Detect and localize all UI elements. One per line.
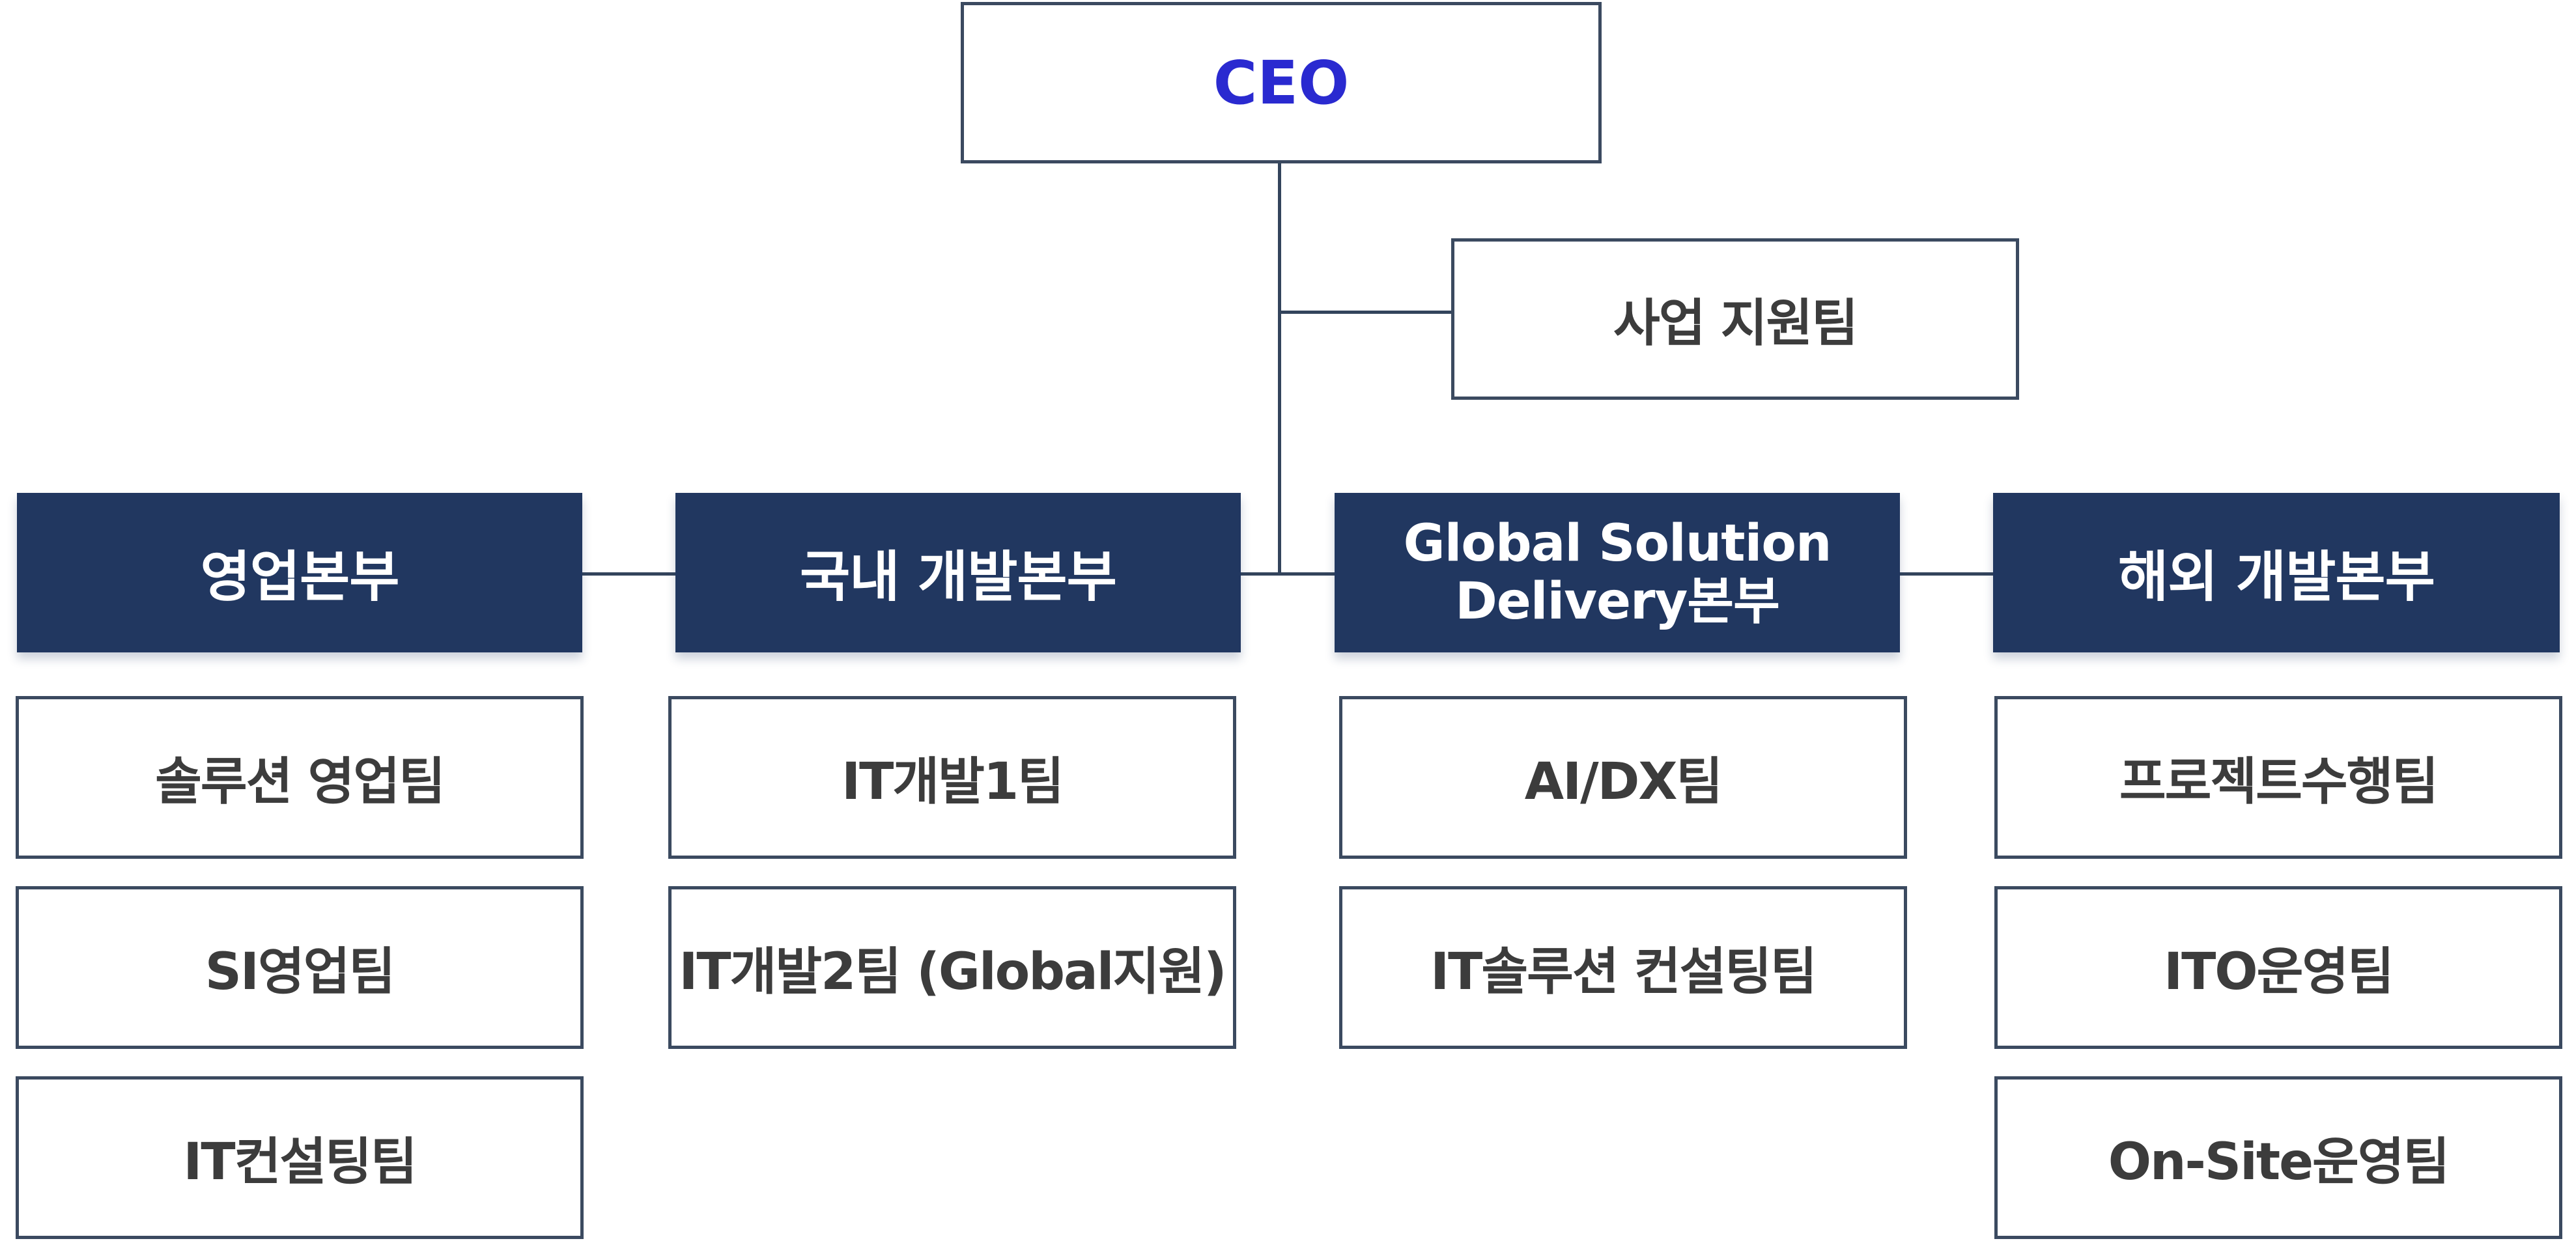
support-team-connector	[1278, 311, 1452, 314]
team-box: SI영업팀	[16, 886, 584, 1049]
division-domestic-dev-label: 국내 개발본부	[800, 545, 1117, 609]
ceo-vertical-connector	[1278, 161, 1281, 576]
ceo-box: CEO	[961, 2, 1602, 163]
team-label: On-Site운영팀	[2108, 1133, 2450, 1192]
division-domestic-dev: 국내 개발본부	[675, 493, 1241, 652]
team-box: IT개발1팀	[668, 696, 1236, 859]
team-box: 솔루션 영업팀	[16, 696, 584, 859]
team-label: SI영업팀	[205, 943, 395, 1001]
team-box: 프로젝트수행팀	[1994, 696, 2562, 859]
team-label: AI/DX팀	[1524, 753, 1723, 811]
team-label: IT솔루션 컨설팅팀	[1430, 943, 1817, 1001]
team-box: ITO운영팀	[1994, 886, 2562, 1049]
division-gsd-label-line2: Delivery본부	[1455, 572, 1780, 631]
support-team-label: 사업 지원팀	[1613, 294, 1858, 353]
division-global-solution-delivery: Global Solution Delivery본부	[1335, 493, 1900, 652]
team-label: IT개발2팀 (Global지원)	[679, 943, 1226, 1001]
division-gsd-label-line1: Global Solution	[1403, 514, 1832, 573]
ceo-label: CEO	[1213, 48, 1350, 118]
team-label: IT컨설팅팀	[183, 1133, 417, 1192]
team-label: ITO운영팀	[2164, 943, 2394, 1001]
team-label: IT개발1팀	[842, 753, 1064, 811]
support-team-box: 사업 지원팀	[1451, 238, 2019, 400]
team-box: On-Site운영팀	[1994, 1076, 2562, 1239]
team-label: 솔루션 영업팀	[155, 753, 446, 811]
division-overseas-dev-label: 해외 개발본부	[2118, 545, 2435, 609]
division-overseas-dev: 해외 개발본부	[1993, 493, 2560, 652]
division-sales-label: 영업본부	[200, 545, 399, 609]
team-box: IT개발2팀 (Global지원)	[668, 886, 1236, 1049]
division-sales: 영업본부	[17, 493, 582, 652]
team-label: 프로젝트수행팀	[2119, 753, 2439, 811]
division-horizontal-connector	[582, 572, 1995, 576]
team-box: IT컨설팅팀	[16, 1076, 584, 1239]
team-box: AI/DX팀	[1339, 696, 1907, 859]
team-box: IT솔루션 컨설팅팀	[1339, 886, 1907, 1049]
